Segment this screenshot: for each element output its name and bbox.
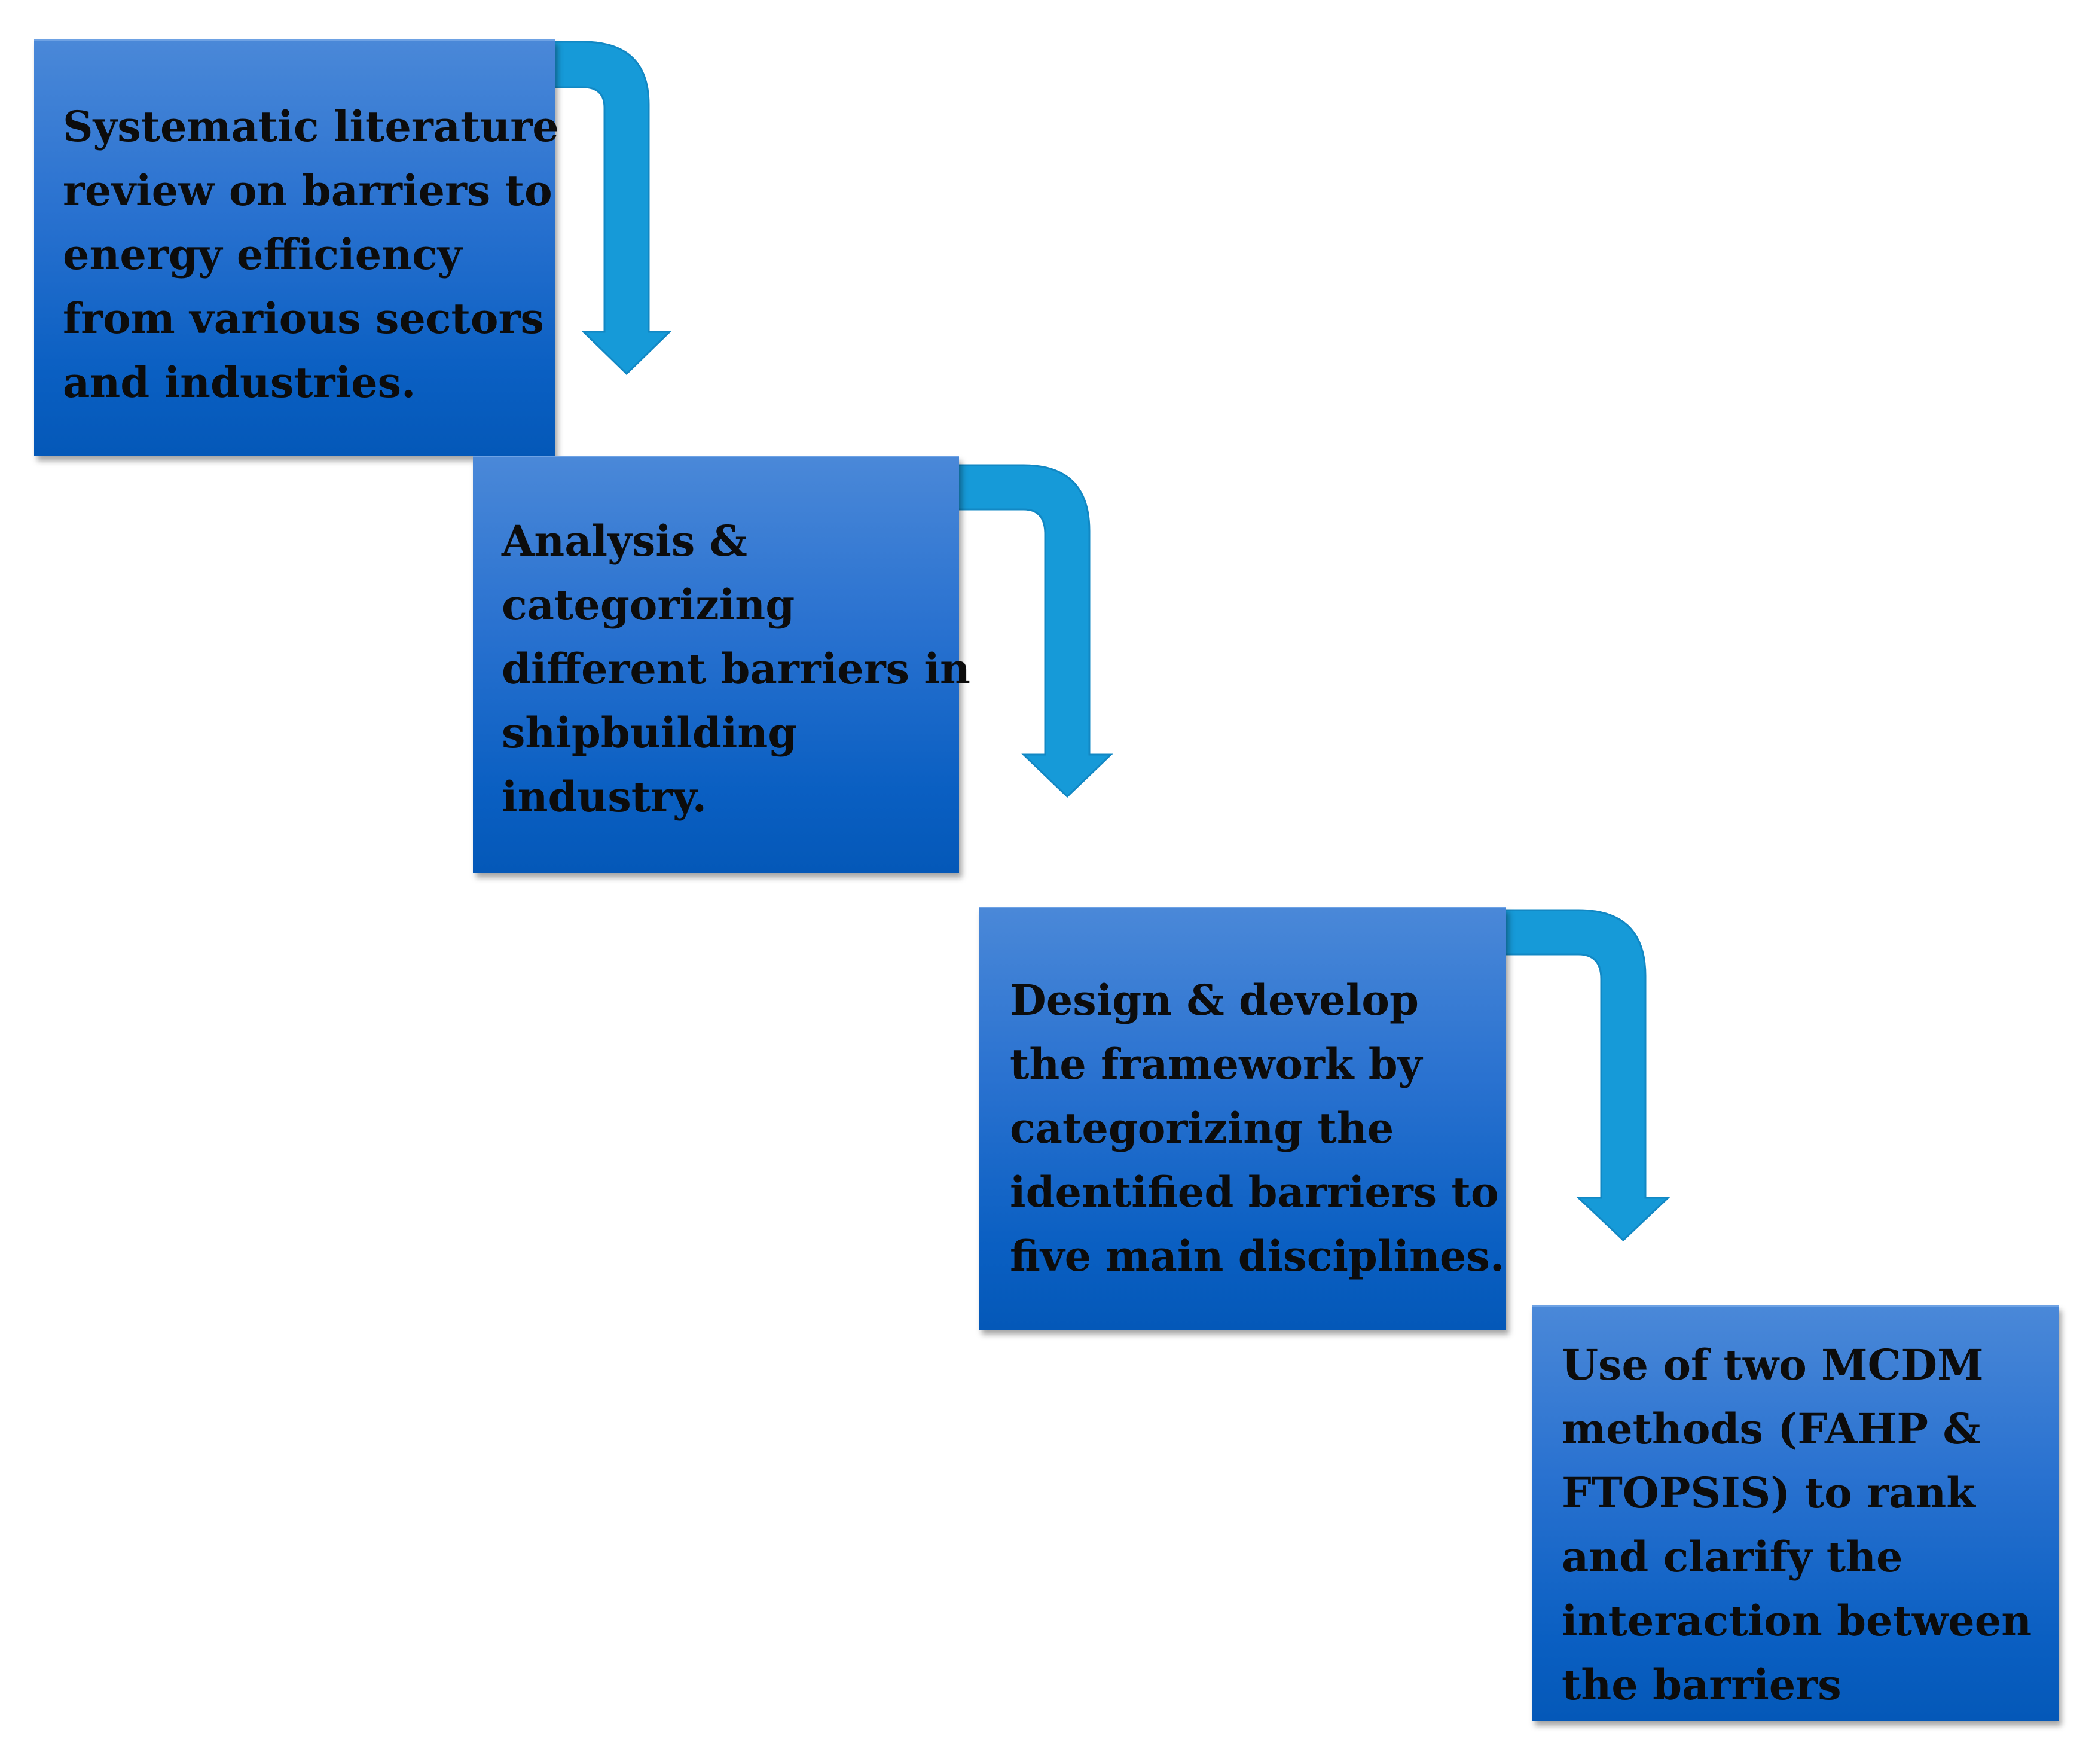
connector-arrow-3 [1502, 909, 1670, 1242]
step-box-mcdm-methods: Use of two MCDM methods (FAHP & FTOPSIS)… [1532, 1305, 2059, 1721]
step-line: methods (FAHP & [1562, 1404, 1981, 1454]
step-line: categorizing [502, 580, 795, 630]
step-line: identified barriers to [1010, 1167, 1499, 1217]
step-line: Systematic literature [63, 102, 559, 151]
step-line: the barriers [1562, 1660, 1841, 1710]
step-line: Analysis & [502, 516, 747, 566]
step-line: industry. [502, 772, 707, 822]
step-line: from various sectors [63, 294, 544, 343]
step-line: categorizing the [1010, 1103, 1394, 1153]
step-box-literature-review: Systematic literature review on barriers… [34, 39, 559, 456]
connector-arrow-2 [955, 464, 1113, 798]
step-box-analysis-categorizing: Analysis & categorizing different barrie… [473, 456, 970, 873]
step-line: energy efficiency [63, 230, 462, 279]
step-line: Design & develop [1010, 975, 1419, 1025]
step-text-analysis-categorizing: Analysis & categorizing different barrie… [502, 509, 970, 829]
step-line: review on barriers to [63, 166, 552, 215]
step-line: shipbuilding [502, 708, 798, 758]
step-text-mcdm-methods: Use of two MCDM methods (FAHP & FTOPSIS)… [1562, 1333, 2032, 1717]
connector-arrow-1 [549, 41, 672, 376]
step-line: and industries. [63, 358, 416, 407]
step-text-literature-review: Systematic literature review on barriers… [63, 94, 559, 414]
step-line: and clarify the [1562, 1532, 1903, 1582]
step-line: different barriers in [502, 644, 970, 694]
step-text-design-framework: Design & develop the framework by catego… [1010, 968, 1504, 1288]
step-line: FTOPSIS) to rank [1562, 1468, 1975, 1518]
step-line: interaction between [1562, 1596, 2032, 1646]
step-line: Use of two MCDM [1562, 1340, 1984, 1390]
step-box-design-framework: Design & develop the framework by catego… [979, 907, 1506, 1330]
step-line: five main disciplines. [1010, 1231, 1505, 1281]
step-line: the framework by [1010, 1039, 1422, 1089]
